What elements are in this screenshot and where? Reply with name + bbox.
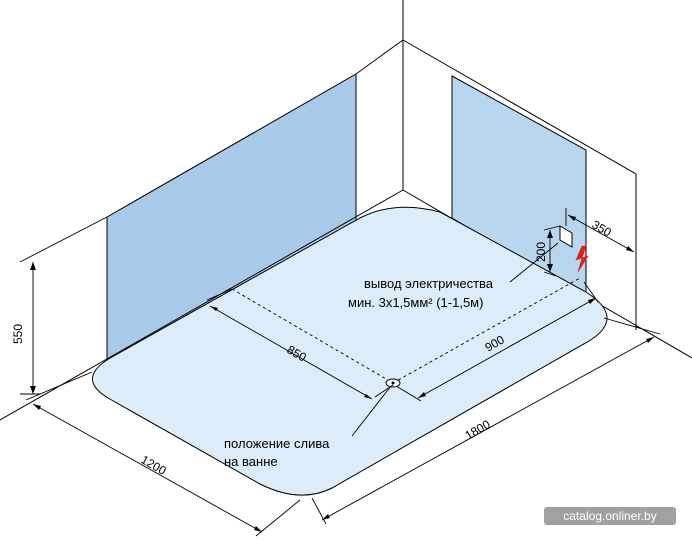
drain-reference-lines [231, 277, 581, 384]
dimension-200 [543, 225, 561, 277]
electric-note-line2: мин. 3х1,5мм² (1-1,5м) [348, 295, 483, 310]
dimension-350 [565, 208, 637, 262]
lightning-bolt-icon [575, 245, 589, 273]
drain-note-line2: на ванне [224, 454, 278, 469]
dimension-350-label: 350 [590, 217, 615, 239]
dimension-850 [206, 288, 394, 400]
electric-note-line1: вывод электричества [364, 276, 494, 291]
socket-box-icon [559, 225, 573, 248]
dimension-900 [395, 281, 599, 402]
dimension-200-label: 200 [534, 242, 548, 262]
dimension-1800 [311, 317, 661, 525]
electric-leader-line [509, 242, 559, 283]
dimension-1200 [25, 371, 301, 537]
dimension-550-label: 550 [11, 324, 25, 344]
drain-leader-line [351, 385, 392, 437]
drain-hole-center [391, 381, 395, 385]
watermark-background [544, 507, 676, 525]
dimension-1800-label: 1800 [463, 417, 493, 443]
bathtub-outline [91, 206, 608, 496]
dimension-1200-label: 1200 [139, 452, 169, 478]
dimension-550 [19, 216, 108, 395]
watermark-text: catalog.onliner.by [563, 509, 656, 523]
drain-note-line1: положение слива [224, 436, 330, 451]
